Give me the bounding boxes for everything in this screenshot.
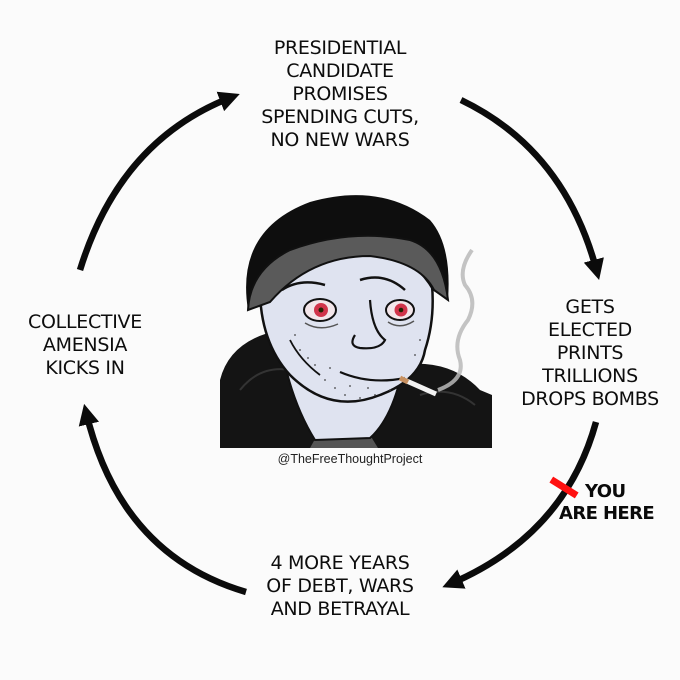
arrow-top-to-right — [459, 97, 604, 281]
text-line: AMENSIA — [42, 334, 128, 356]
text-line: PRINTS — [556, 342, 624, 364]
step-bottom-label: 4 MORE YEARS OF DEBT, WARS AND BETRAYAL — [245, 552, 435, 621]
text-line: SPENDING CUTS, — [261, 106, 419, 128]
step-right-label: GETS ELECTED PRINTS TRILLIONS DROPS BOMB… — [500, 296, 680, 411]
text-line: YOU — [585, 481, 626, 502]
text-line: DROPS BOMBS — [521, 388, 659, 410]
arrow-left-to-top — [76, 91, 240, 271]
text-line: PROMISES — [292, 83, 388, 105]
stubble — [294, 334, 421, 399]
text-line: GETS — [565, 296, 615, 318]
text-line: ARE HERE — [559, 503, 655, 524]
text-line: 4 MORE YEARS — [270, 552, 410, 574]
text-line: OF DEBT, WARS — [266, 575, 414, 597]
arrow-bottom-to-left — [78, 403, 247, 596]
smoke — [437, 248, 475, 392]
text-line: AND BETRAYAL — [270, 598, 410, 620]
text-line: COLLECTIVE — [28, 311, 142, 333]
you-are-here-label: YOU ARE HERE — [555, 481, 655, 525]
doomer-wojak-illustration — [220, 195, 492, 448]
beanie-band — [246, 234, 450, 312]
text-line: NO NEW WARS — [270, 129, 410, 151]
text-line: ELECTED — [547, 319, 632, 341]
text-line: CANDIDATE — [286, 60, 394, 82]
text-line: PRESIDENTIAL — [273, 37, 407, 59]
arrow-right-to-bottom — [442, 421, 600, 589]
text-line: KICKS IN — [45, 357, 125, 379]
step-top-label: PRESIDENTIAL CANDIDATE PROMISES SPENDING… — [240, 37, 440, 152]
text-line: TRILLIONS — [542, 365, 638, 387]
step-left-label: COLLECTIVE AMENSIA KICKS IN — [2, 311, 168, 380]
credit-watermark: @TheFreeThoughtProject — [277, 452, 423, 466]
beanie — [246, 195, 449, 310]
